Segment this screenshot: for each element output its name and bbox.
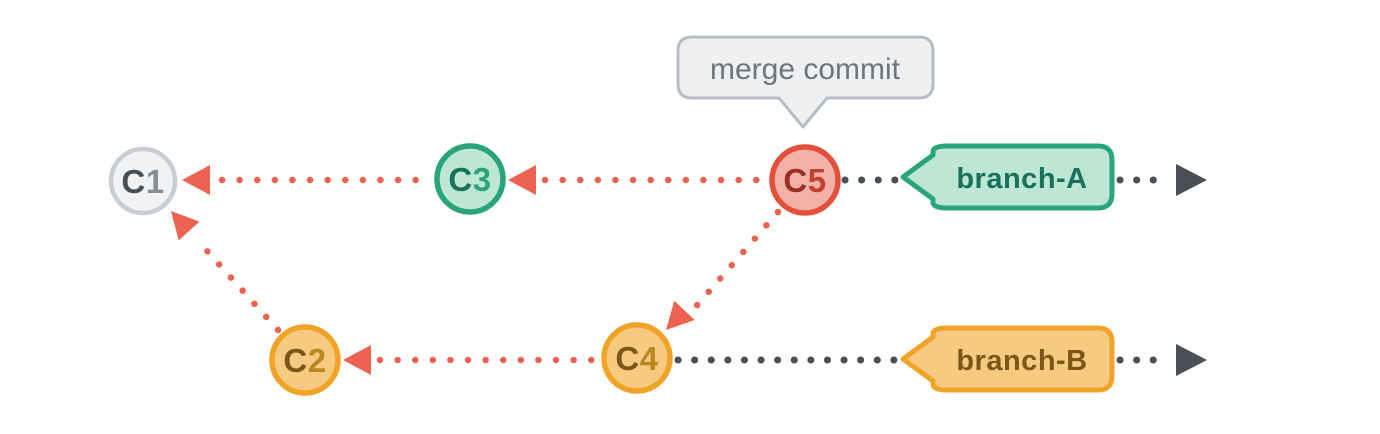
- tooltip-label: merge commit: [710, 53, 901, 86]
- branch-b-label: branch-B: [956, 345, 1087, 377]
- edge-arrowhead-left-icon: [343, 345, 371, 375]
- edge-dotted-line-c5-to-c4: [688, 208, 782, 315]
- commit-circle-c2: [269, 324, 341, 396]
- commit-circle-c4: [601, 322, 673, 394]
- commit-label-c2: C2: [283, 342, 326, 379]
- edge-arrowhead-left-icon: [182, 165, 210, 195]
- branch-a-tag: branch-A: [900, 143, 1115, 211]
- commit-label-c5: C5: [783, 162, 826, 199]
- commit-node-c5: C5: [769, 144, 841, 216]
- edge-arrowhead-down-left-icon: [666, 300, 695, 330]
- commit-node-c2: C2: [269, 324, 341, 396]
- timeline-arrowhead-right-icon: [1176, 164, 1207, 196]
- edge-arrowhead-up-left-icon: [171, 211, 200, 241]
- commit-label-c3: C3: [448, 161, 491, 198]
- edge-dotted-line-c2-to-c1: [195, 238, 282, 334]
- branch-b-tag: branch-B: [900, 325, 1115, 393]
- commit-label-c1: C1: [121, 163, 164, 200]
- commit-circle-c1: [108, 146, 178, 216]
- commit-circle-c5: [769, 144, 841, 216]
- commit-node-c1: C1: [108, 146, 178, 216]
- branch-a-label: branch-A: [956, 163, 1087, 195]
- branch-a-tag-shape: [900, 143, 1115, 211]
- edge-arrowhead-left-icon: [508, 165, 536, 195]
- tooltip-bubble-shape: [676, 35, 935, 129]
- commit-node-c4: C4: [601, 322, 673, 394]
- commit-circle-c3: [434, 143, 506, 215]
- timeline-arrowhead-right-icon: [1176, 344, 1207, 376]
- commit-node-c3: C3: [434, 143, 506, 215]
- branch-b-tag-shape: [900, 325, 1115, 393]
- merge-commit-tooltip: merge commit: [676, 35, 935, 129]
- commit-label-c4: C4: [615, 340, 658, 377]
